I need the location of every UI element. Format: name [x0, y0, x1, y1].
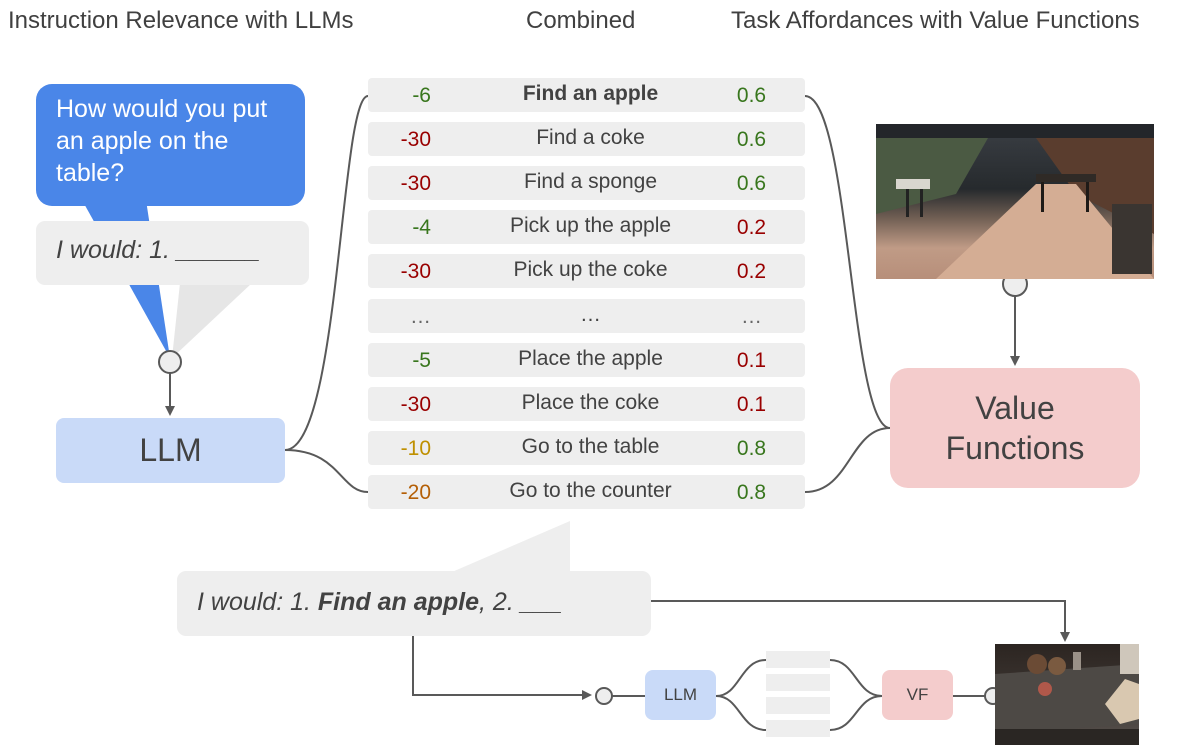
header-instruction-relevance: Instruction Relevance with LLMs: [8, 7, 354, 34]
llm-box: LLM: [56, 418, 285, 483]
llm-score: -30: [400, 172, 431, 195]
table-image-drawing: [995, 644, 1139, 745]
llm-score: -20: [400, 481, 431, 504]
llm-score: -5: [412, 349, 431, 372]
value-function-score: 0.6: [736, 172, 767, 195]
result-bubble: I would: 1. Find an apple, 2. ___: [177, 571, 651, 636]
question-text: How would you put an apple on the table?: [56, 95, 268, 187]
llm-score: -10: [400, 437, 431, 460]
value-function-score: 0.1: [736, 393, 767, 416]
llm-label: LLM: [139, 432, 202, 468]
value-function-score: 0.8: [736, 437, 767, 460]
value-functions-label: Value Functions: [945, 390, 1085, 466]
skill-row: -30 Place the coke 0.1: [368, 387, 805, 421]
robot-camera-scene-image: [876, 124, 1154, 279]
value-function-score: 0.6: [736, 128, 767, 151]
skill-row: -20 Go to the counter 0.8: [368, 475, 805, 509]
llm-score: -30: [400, 260, 431, 283]
skill-row: … … …: [368, 299, 805, 333]
llm-fanout-brace: [284, 95, 369, 451]
llm-score: -30: [400, 393, 431, 416]
llm-score: …: [410, 305, 431, 328]
skill-label: Pick up the apple: [509, 214, 672, 237]
value-functions-box: Value Functions: [890, 368, 1140, 488]
value-function-score: 0.6: [736, 84, 767, 107]
value-function-score: 0.2: [736, 216, 767, 239]
skill-row: -30 Find a sponge 0.6: [368, 166, 805, 200]
result-bubble-tail: [452, 521, 570, 572]
question-bubble: How would you put an apple on the table?: [36, 84, 305, 206]
vf-fanout-brace: [804, 95, 891, 429]
table-scene-image: [995, 644, 1139, 745]
llm-score: -4: [412, 216, 431, 239]
mini-llm-box: LLM: [645, 670, 716, 720]
answer-prompt-bubble: I would: 1. ______: [36, 221, 309, 285]
value-function-score: …: [741, 305, 762, 328]
skill-label: Pick up the coke: [513, 258, 668, 281]
mini-vf-box: VF: [882, 670, 953, 720]
header-combined: Combined: [526, 7, 636, 34]
mini-skill-row: [766, 651, 830, 668]
result-chosen-skill: Find an apple: [317, 588, 480, 616]
skill-label: Place the apple: [518, 347, 663, 370]
mini-llm-label: LLM: [663, 685, 698, 704]
mini-skill-row: [766, 674, 830, 691]
skill-row: -5 Place the apple 0.1: [368, 343, 805, 377]
llm-score: -6: [412, 84, 431, 107]
value-function-score: 0.8: [736, 481, 767, 504]
result-suffix: , 2. ___: [479, 588, 563, 616]
skill-label: Find a coke: [536, 126, 645, 149]
header-task-affordances: Task Affordances with Value Functions: [731, 7, 1140, 34]
skill-row: -6 Find an apple 0.6: [368, 78, 805, 112]
skill-row: -30 Find a coke 0.6: [368, 122, 805, 156]
answer-bubble-tail: [172, 283, 252, 358]
result-prefix: I would: 1.: [197, 588, 318, 616]
value-function-score: 0.2: [736, 260, 767, 283]
value-function-score: 0.1: [736, 349, 767, 372]
scene-image-drawing: [876, 124, 1154, 279]
skill-label: Place the coke: [521, 391, 660, 414]
skill-label: Find a sponge: [523, 170, 658, 193]
llm-input-node: [158, 350, 182, 374]
mini-vf-label: VF: [906, 685, 929, 704]
skill-label: …: [580, 303, 601, 326]
mini-skill-row: [766, 720, 830, 737]
skill-row: -30 Pick up the coke 0.2: [368, 254, 805, 288]
skill-row: -4 Pick up the apple 0.2: [368, 210, 805, 244]
answer-prompt-text: I would: 1. ______: [56, 236, 261, 264]
skill-label: Find an apple: [522, 82, 659, 105]
mini-input-node: [595, 687, 613, 705]
skill-label: Go to the counter: [509, 479, 672, 502]
skill-label: Go to the table: [521, 435, 660, 458]
skill-row: -10 Go to the table 0.8: [368, 431, 805, 465]
llm-score: -30: [400, 128, 431, 151]
mini-skill-row: [766, 697, 830, 714]
